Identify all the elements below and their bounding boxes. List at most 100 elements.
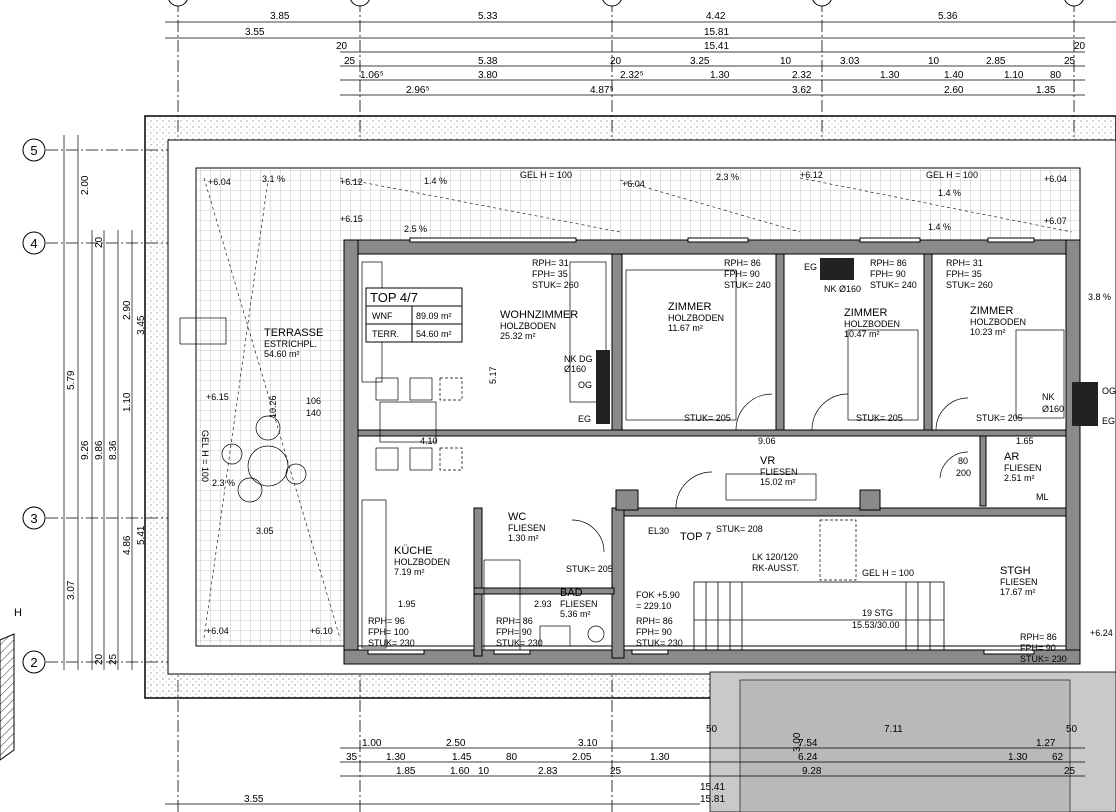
unit-label: TOP 7 (680, 531, 711, 543)
dim-text: 9.28 (802, 766, 822, 777)
dim-text: 1.30 (1008, 752, 1028, 763)
room-name: KÜCHE (394, 545, 433, 557)
dim-text: 5.36 (938, 11, 958, 22)
dim-text: 1.60 (450, 766, 470, 777)
room-floor: FLIESEN (1004, 463, 1042, 473)
room-floor: HOLZBODEN (394, 557, 450, 567)
room-area: 2.51 m² (1004, 473, 1035, 483)
level-text: +6.15 (206, 392, 229, 402)
room-area: 17.67 m² (1000, 587, 1036, 597)
nk-diameter: Ø160 (564, 364, 586, 374)
dim-text: 5.17 (488, 366, 498, 384)
dim-text: 20 (1074, 41, 1086, 52)
dim-text: 2.32⁵ (620, 70, 644, 81)
room-area: 54.60 m² (264, 349, 300, 359)
slope-text: 1.4 % (938, 188, 961, 198)
nk-label: NK DG (564, 354, 593, 364)
slope-text: 2.3 % (716, 172, 739, 182)
room-floor: ESTRICHPL. (264, 339, 317, 349)
dim-text: 3.85 (270, 11, 290, 22)
slope-text: 3.1 % (262, 174, 285, 184)
axis-label-row: 2 (30, 655, 37, 670)
dim-text: 25 (1064, 766, 1076, 777)
dim-text: 2.05 (572, 752, 592, 763)
dim-text: 3.05 (256, 526, 274, 536)
dim-text: 1.45 (452, 752, 472, 763)
dim-text: 3.07 (66, 580, 77, 600)
unit-wnf-value: 89.09 m² (416, 311, 452, 321)
dimension-chains-top (165, 21, 1116, 96)
level-markers: +6.04 +6.12 +6.04 +6.12 +6.04 +6.07 +6.1… (206, 170, 1113, 638)
doors (571, 393, 969, 553)
dim-text: 25 (108, 653, 119, 665)
room-floor: FLIESEN (508, 523, 546, 533)
level-text: +6.15 (340, 214, 363, 224)
height-text: FPH= 90 (636, 627, 672, 637)
entrance-area (146, 671, 1116, 812)
room-area: 25.32 m² (500, 331, 536, 341)
stuk-label: STUK= 205 (684, 413, 731, 423)
height-text: RPH= 86 (724, 258, 761, 268)
dim-text: 4.87⁵ (590, 85, 614, 96)
dim-text: 3.03 (840, 56, 860, 67)
height-text: FPH= 90 (724, 269, 760, 279)
height-text: RPH= 86 (496, 616, 533, 626)
height-text: STUK= 230 (636, 638, 683, 648)
dim-text: 200 (956, 468, 971, 478)
dim-text: 10.26 (268, 395, 278, 418)
nk-diameter: Ø160 (1042, 404, 1064, 414)
dim-text: 5.41 (136, 525, 147, 545)
room-name: TERRASSE (264, 327, 323, 339)
ml-label: ML (1036, 492, 1049, 502)
room-floor: HOLZBODEN (844, 319, 900, 329)
room-name: BAD (560, 587, 583, 599)
level-text: +6.04 (1044, 174, 1067, 184)
og-label: OG (578, 380, 592, 390)
dim-text: 1.30 (710, 70, 730, 81)
dim-text: 1.10 (122, 392, 133, 412)
stair-dims: 15.53/30.00 (852, 620, 900, 630)
apartment-walls (343, 239, 1081, 665)
axis-label-row: 5 (30, 143, 37, 158)
dim-text: 25 (1064, 56, 1076, 67)
slope-text: 2.5 % (404, 224, 427, 234)
dim-text: 25 (344, 56, 356, 67)
room-name: WC (508, 511, 526, 523)
slope-text: 3.8 % (1088, 292, 1111, 302)
nk-label: NK Ø160 (824, 284, 861, 294)
stair-label: 19 STG (862, 608, 893, 618)
unit-terr-label: TERR. (372, 329, 399, 339)
dim-text: 80 (1050, 70, 1062, 81)
room-area: 1.30 m² (508, 533, 539, 543)
dim-text: 1.65 (1016, 436, 1034, 446)
room-area: 5.36 m² (560, 609, 591, 619)
dim-text: 3.55 (245, 27, 265, 38)
dim-text: 5.79 (66, 370, 77, 390)
room-labels: TERRASSE ESTRICHPL. 54.60 m² WOHNZIMMER … (264, 301, 1042, 619)
gel-labels: GEL H = 100 GEL H = 100 GEL H = 100 GEL … (200, 170, 978, 578)
dim-text: 1.35 (1036, 85, 1056, 96)
slope-text: 1.4 % (928, 222, 951, 232)
dim-text: 3.55 (244, 794, 264, 805)
dim-text: 6.24 (798, 752, 818, 763)
gel-text: GEL H = 100 (520, 170, 572, 180)
height-annotations: RPH= 31 FPH= 35 STUK= 260 RPH= 86 FPH= 9… (368, 258, 1067, 664)
room-name: ZIMMER (668, 301, 711, 313)
dim-text: 20 (94, 236, 105, 248)
dim-text: 1.00 (362, 738, 382, 749)
dim-text: 2.00 (80, 175, 91, 195)
height-text: STUK= 230 (368, 638, 415, 648)
level-text: +6.12 (340, 177, 363, 187)
misc-labels: NK DG Ø160 OG EG EG NK Ø160 NK Ø160 OG E… (14, 262, 1116, 630)
room-floor: FLIESEN (1000, 577, 1038, 587)
room-name: VR (760, 455, 775, 467)
dim-text: 3.10 (578, 738, 598, 749)
eg-label: EG (1102, 416, 1115, 426)
dim-text: 1.30 (386, 752, 406, 763)
dim-text: 4.10 (420, 436, 438, 446)
axis-col-markers (168, 0, 1084, 7)
height-text: RPH= 86 (870, 258, 907, 268)
windows (367, 237, 1035, 655)
dim-text: 1.06⁵ (360, 70, 384, 81)
